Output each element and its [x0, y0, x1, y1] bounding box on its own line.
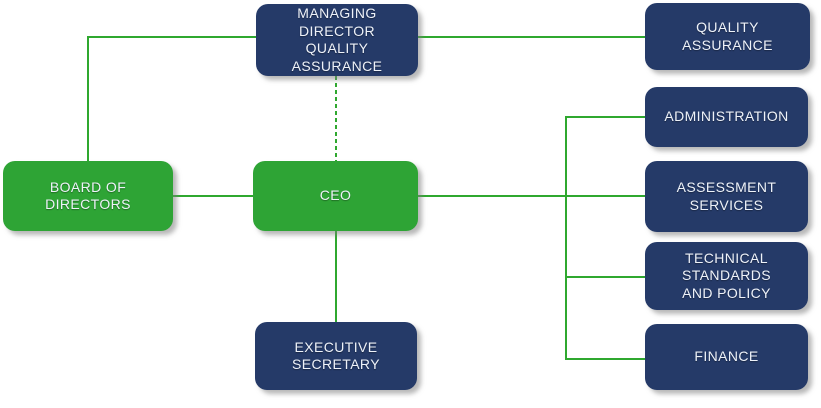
edge-ceo-to-assessment-services	[417, 195, 645, 197]
node-managing-director: MANAGING DIRECTOR QUALITY ASSURANCE	[256, 4, 418, 76]
edge-trunk-vertical	[565, 116, 567, 360]
node-managing-director-label: MANAGING DIRECTOR QUALITY ASSURANCE	[291, 5, 383, 74]
node-finance-label: FINANCE	[694, 348, 759, 365]
edge-ceo-to-executive-secretary	[335, 230, 337, 323]
node-technical-standards: TECHNICAL STANDARDS AND POLICY	[645, 242, 808, 310]
edge-trunk-to-administration	[565, 116, 645, 118]
edge-managing-director-to-ceo-dashed	[335, 76, 337, 162]
node-quality-assurance-label: QUALITY ASSURANCE	[682, 19, 773, 53]
node-ceo: CEO	[253, 161, 418, 231]
node-administration: ADMINISTRATION	[645, 87, 808, 147]
node-quality-assurance: QUALITY ASSURANCE	[645, 3, 810, 70]
node-technical-standards-label: TECHNICAL STANDARDS AND POLICY	[682, 249, 771, 301]
node-executive-secretary: EXECUTIVE SECRETARY	[255, 322, 417, 390]
edge-trunk-to-finance	[565, 358, 645, 360]
edge-board-to-ceo	[172, 195, 254, 197]
node-executive-secretary-label: EXECUTIVE SECRETARY	[292, 338, 380, 373]
edge-trunk-to-technical-standards	[565, 276, 645, 278]
node-board-of-directors: BOARD OF DIRECTORS	[3, 161, 173, 231]
node-assessment-services-label: ASSESSMENT SERVICES	[676, 179, 777, 213]
node-ceo-label: CEO	[319, 187, 352, 204]
node-administration-label: ADMINISTRATION	[664, 108, 789, 125]
edge-managing-director-to-quality-assurance	[418, 36, 645, 38]
node-assessment-services: ASSESSMENT SERVICES	[645, 161, 808, 232]
node-board-of-directors-label: BOARD OF DIRECTORS	[45, 178, 131, 213]
edge-board-to-managing-director-vertical	[87, 36, 89, 162]
edge-board-to-managing-director-horizontal	[87, 36, 257, 38]
node-finance: FINANCE	[645, 324, 808, 390]
